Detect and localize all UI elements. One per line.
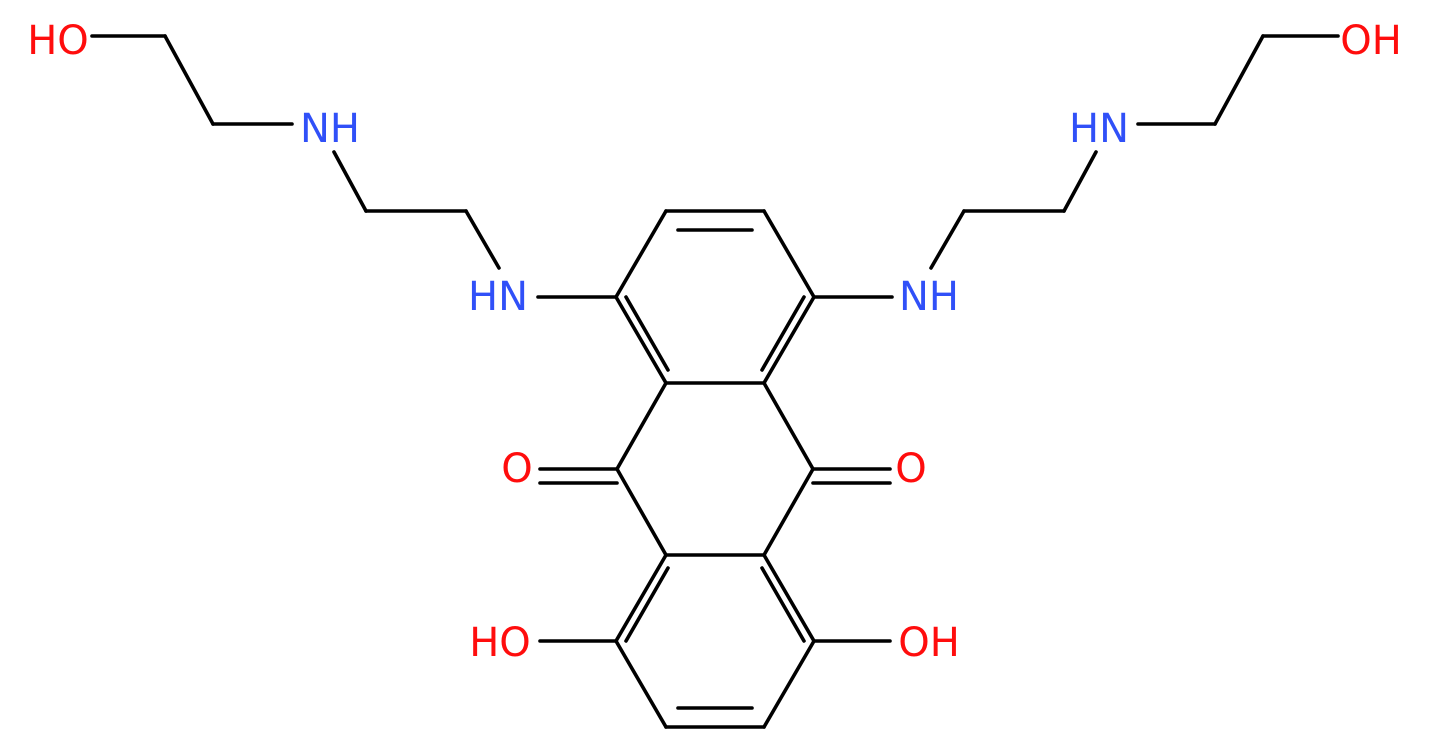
atom-label-carbonyl-o-left: O <box>501 446 532 492</box>
atom-label-nh-right-ring: NH <box>899 274 959 320</box>
bond-line <box>332 150 368 213</box>
atom-label-oh-top-left: HO <box>27 18 89 64</box>
bond-line <box>614 209 668 299</box>
bond-line <box>762 553 816 643</box>
atom-label-hn-top-right: HN <box>1069 106 1129 152</box>
atom-label-carbonyl-o-right: O <box>895 446 926 492</box>
bond-line <box>615 467 668 557</box>
bond-line <box>1062 150 1098 213</box>
bond-line <box>929 209 966 270</box>
bond-group <box>90 34 1340 729</box>
bond-line <box>762 467 815 557</box>
bond-line <box>762 639 816 729</box>
bond-line <box>762 209 816 299</box>
bond-line <box>614 639 668 729</box>
bond-line <box>760 566 806 643</box>
atom-label-oh-bottom-right: OH <box>898 620 960 666</box>
atom-label-nh-top-left: NH <box>300 106 360 152</box>
bond-line <box>163 34 215 126</box>
atom-label-group: HO NH HN NH HN OH O O HO OH <box>27 18 1402 666</box>
atom-label-hn-left-ring: HN <box>468 274 528 320</box>
atom-label-oh-top-right: OH <box>1340 18 1402 64</box>
bond-line <box>464 209 501 270</box>
bond-line <box>624 566 670 643</box>
bond-line <box>614 553 668 643</box>
atom-label-oh-bottom-left: HO <box>469 620 531 666</box>
bond-line <box>1213 34 1265 126</box>
bond-line <box>615 381 668 471</box>
bond-line <box>614 295 668 385</box>
bond-line <box>762 381 815 471</box>
bond-line <box>762 295 816 385</box>
bond-line <box>624 295 670 372</box>
bond-line <box>760 295 806 372</box>
